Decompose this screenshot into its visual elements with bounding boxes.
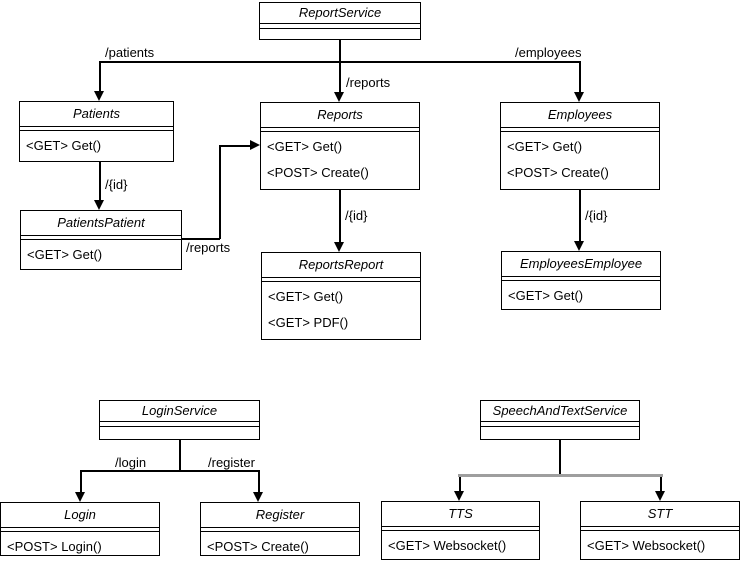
uml-class-employees[interactable]: Employees <GET> Get() <POST> Create() [500, 102, 660, 190]
class-title: Reports [261, 103, 419, 128]
method-label: <POST> Create() [267, 165, 369, 180]
edge-label-employees[interactable]: /employees [514, 45, 583, 60]
connector-segment [99, 162, 101, 202]
compartment-divider [1, 528, 159, 532]
compartment-divider [260, 24, 420, 29]
uml-class-patients[interactable]: Patients <GET> Get() [19, 101, 174, 162]
method-label: <GET> Get() [27, 247, 103, 262]
method-label: <GET> Get() [507, 139, 583, 154]
arrowhead-down-icon [574, 92, 584, 102]
arrowhead-down-icon [94, 200, 104, 210]
connector-segment [339, 190, 341, 244]
compartment-divider [261, 128, 419, 132]
arrowhead-down-icon [94, 91, 104, 101]
compartment-divider [201, 528, 359, 532]
connector-segment [459, 477, 461, 492]
class-title: Employees [501, 103, 659, 128]
edge-label-patients-id[interactable]: /{id} [104, 177, 129, 192]
arrowhead-right-icon [250, 140, 260, 150]
uml-class-reports[interactable]: Reports <GET> Get() <POST> Create() [260, 102, 420, 190]
method-label: <GET> PDF() [268, 315, 349, 330]
method-label: <POST> Create() [207, 539, 309, 554]
arrowhead-down-icon [253, 492, 263, 502]
class-title: LoginService [100, 401, 259, 422]
compartment-divider [382, 527, 539, 531]
arrowhead-down-icon [334, 242, 344, 252]
connector-segment [258, 470, 260, 493]
class-title: ReportService [260, 3, 420, 24]
class-title: STT [581, 502, 739, 527]
compartment-divider [501, 128, 659, 132]
connector-segment [80, 470, 82, 493]
edge-label-reports[interactable]: /reports [345, 75, 392, 90]
uml-class-tts[interactable]: TTS <GET> Websocket() [381, 501, 540, 560]
compartment-divider [100, 422, 259, 427]
connector-segment [660, 477, 662, 492]
connector-segment [80, 470, 260, 472]
class-title: TTS [382, 502, 539, 527]
class-title: Register [201, 503, 359, 528]
connector-segment [219, 146, 221, 239]
arrowhead-down-icon [655, 491, 665, 501]
edge-label-register[interactable]: /register [207, 455, 256, 470]
compartment-divider [581, 527, 739, 531]
class-title: SpeechAndTextService [481, 401, 639, 422]
compartment-divider [262, 278, 420, 282]
connector-segment [339, 40, 341, 62]
connector-segment-gray-bus [458, 474, 663, 477]
connector-segment [181, 238, 220, 240]
edge-label-employees-id[interactable]: /{id} [584, 208, 609, 223]
uml-class-employeesemployee[interactable]: EmployeesEmployee <GET> Get() [501, 251, 661, 310]
class-title: ReportsReport [262, 253, 420, 278]
uml-class-reportsreport[interactable]: ReportsReport <GET> Get() <GET> PDF() [261, 252, 421, 340]
arrowhead-down-icon [75, 492, 85, 502]
uml-class-register[interactable]: Register <POST> Create() [200, 502, 360, 556]
compartment-divider [481, 422, 639, 427]
edge-label-login[interactable]: /login [114, 455, 148, 470]
connector-segment [579, 61, 581, 92]
method-label: <GET> Get() [508, 288, 584, 303]
class-title: Login [1, 503, 159, 528]
connector-segment [339, 61, 341, 92]
arrowhead-down-icon [454, 491, 464, 501]
compartment-divider [21, 236, 181, 240]
compartment-divider [20, 127, 173, 131]
method-label: <GET> Get() [268, 289, 344, 304]
class-title: EmployeesEmployee [502, 252, 660, 277]
connector-segment [579, 190, 581, 243]
uml-class-login[interactable]: Login <POST> Login() [0, 502, 160, 556]
uml-class-stt[interactable]: STT <GET> Websocket() [580, 501, 740, 560]
edge-label-reports-id[interactable]: /{id} [344, 208, 369, 223]
uml-class-reportservice[interactable]: ReportService [259, 2, 421, 40]
uml-class-patientspatient[interactable]: PatientsPatient <GET> Get() [20, 210, 182, 270]
class-title: Patients [20, 102, 173, 127]
arrowhead-down-icon [334, 92, 344, 102]
method-label: <GET> Websocket() [388, 538, 507, 553]
connector-segment [219, 145, 251, 147]
edge-label-patients[interactable]: /patients [104, 45, 156, 60]
class-title: PatientsPatient [21, 211, 181, 236]
arrowhead-down-icon [574, 241, 584, 251]
edge-label-patientspatient-reports[interactable]: /reports [185, 240, 232, 255]
method-label: <POST> Create() [507, 165, 609, 180]
method-label: <GET> Get() [267, 139, 343, 154]
connector-segment [99, 61, 101, 92]
compartment-divider [502, 277, 660, 281]
method-label: <GET> Websocket() [587, 538, 706, 553]
method-label: <GET> Get() [26, 138, 102, 153]
connector-segment [179, 440, 181, 471]
uml-class-loginservice[interactable]: LoginService [99, 400, 260, 440]
connector-segment [559, 440, 561, 475]
method-label: <POST> Login() [7, 539, 102, 554]
uml-class-speechandtextservice[interactable]: SpeechAndTextService [480, 400, 640, 440]
